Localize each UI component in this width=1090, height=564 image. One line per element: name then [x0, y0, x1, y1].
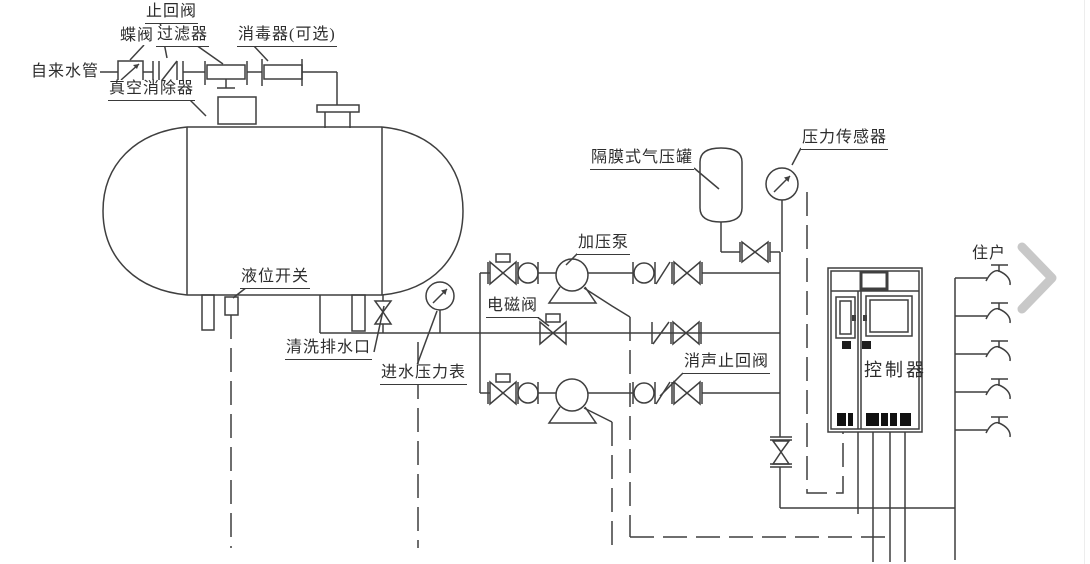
level-switch-symbol — [224, 296, 239, 316]
leader-filter — [195, 44, 224, 65]
storage-tank — [102, 96, 464, 333]
drain-valve-symbol — [373, 295, 393, 333]
cabinet-display — [859, 270, 889, 291]
label-booster-pump: 加压泵 — [577, 234, 631, 256]
leader-cleaning-drain — [373, 305, 385, 353]
leader-silent-check-valve — [659, 372, 684, 397]
leader-vacuum-eliminator — [188, 98, 207, 117]
label-solenoid-valve: 电磁阀 — [486, 297, 540, 319]
pump-line-1 — [480, 253, 780, 304]
viewer-edge-divider — [1084, 0, 1085, 564]
control-signal-lines — [230, 192, 888, 548]
label-sterilizer: 消毒器(可选) — [237, 26, 337, 48]
label-vacuum-eliminator: 真空消除器 — [108, 80, 196, 102]
tap-branch — [955, 416, 1011, 438]
cabinet-vents — [837, 413, 911, 426]
leader-butterfly-valve — [129, 44, 145, 61]
label-residents: 住户 — [972, 245, 1007, 262]
next-image-button[interactable] — [1006, 236, 1068, 320]
label-cleaning-drain: 清洗排水口 — [285, 339, 373, 361]
pump-manifold — [320, 273, 780, 393]
tap-branch — [955, 340, 1011, 362]
resident-riser — [954, 264, 1011, 560]
label-butterfly-valve: 蝶阀 — [119, 27, 156, 46]
leader-booster-pump — [565, 252, 579, 266]
label-check-valve: 止回阀 — [145, 3, 199, 25]
label-filter: 过滤器 — [156, 26, 210, 48]
tap-branch — [955, 378, 1011, 400]
silent-check-valve-1 — [655, 261, 671, 285]
booster-pump-1-symbol — [547, 258, 598, 304]
tap-branch — [955, 264, 1011, 286]
controller-wiring — [857, 432, 906, 562]
pump-signal-leads — [583, 287, 631, 423]
label-level-switch: 液位开关 — [240, 268, 311, 290]
tap-branch — [955, 302, 1011, 324]
booster-pump-2-symbol — [547, 378, 598, 424]
leader-diaphragm-tank — [693, 167, 720, 190]
label-controller: 控制器 — [864, 360, 927, 380]
discharge-header — [770, 252, 955, 509]
inlet-piping — [97, 59, 360, 128]
chevron-right-icon — [1017, 242, 1057, 314]
leader-sterilizer — [252, 44, 269, 62]
pressure-sensor-symbol — [765, 167, 799, 252]
solenoid-line — [539, 313, 702, 346]
label-tap-water-pipe: 自来水管 — [30, 63, 101, 82]
diaphragm-tank-branch — [699, 147, 780, 264]
tank-leg — [201, 294, 215, 331]
label-silent-check-valve: 消声止回阀 — [683, 353, 771, 375]
silent-check-valve-mid — [652, 321, 670, 345]
label-diaphragm-tank: 隔膜式气压罐 — [590, 149, 695, 171]
label-pressure-sensor: 压力传感器 — [801, 129, 889, 151]
solenoid-valve-symbol — [539, 313, 567, 346]
leader-pressure-sensor — [791, 147, 802, 166]
pressure-sensor-signal — [806, 192, 844, 494]
tank-leg — [351, 294, 366, 332]
sterilizer-symbol — [261, 59, 303, 86]
diaphragm-tank-symbol — [699, 147, 743, 223]
controller-cabinet — [827, 267, 923, 433]
vacuum-eliminator-symbol — [217, 96, 257, 125]
label-inlet-pressure-gauge: 进水压力表 — [380, 364, 468, 386]
pump-line-2 — [480, 373, 780, 424]
inlet-pressure-gauge-symbol — [425, 281, 455, 333]
tank-inlet-flange — [316, 104, 360, 128]
filter-symbol — [204, 61, 248, 89]
